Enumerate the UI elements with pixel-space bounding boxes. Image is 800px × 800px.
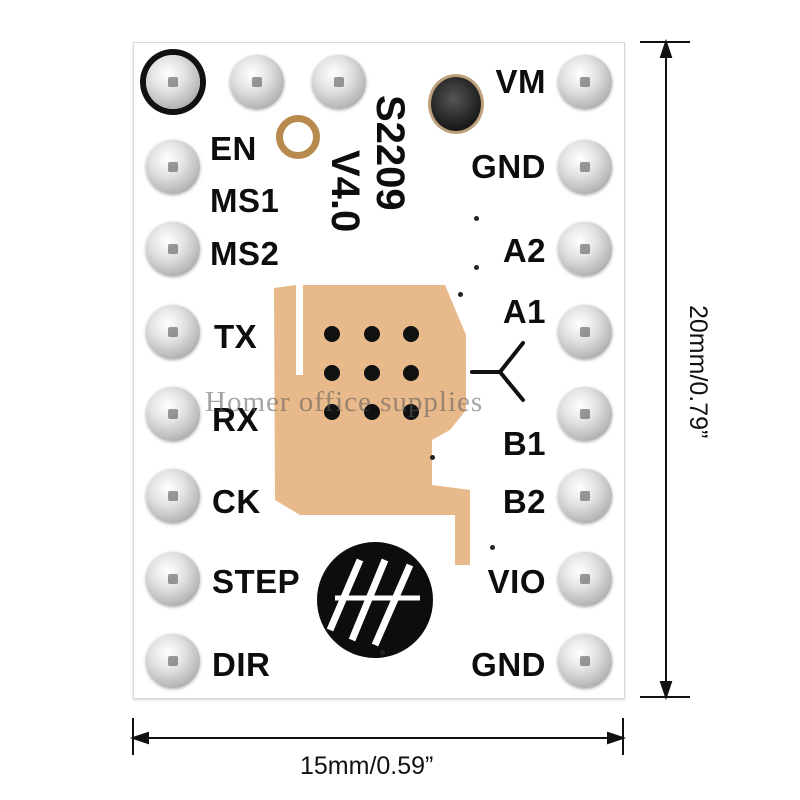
label-ck: CK — [212, 483, 261, 520]
pin-rx — [146, 387, 200, 441]
pin-vio — [558, 552, 612, 606]
pin-ms2 — [146, 222, 200, 276]
watermark-text: Homer office supplies — [205, 386, 484, 418]
via — [474, 265, 479, 270]
pin-en — [146, 140, 200, 194]
via — [490, 545, 495, 550]
label-rx: RX — [212, 401, 259, 438]
label-vio: VIO — [487, 563, 546, 600]
pin-a1 — [558, 305, 612, 359]
capacitor-component — [428, 74, 484, 134]
label-tx: TX — [214, 318, 258, 355]
label-ms1: MS1 — [210, 182, 280, 219]
pin-dir — [146, 634, 200, 688]
label-en: EN — [210, 130, 257, 167]
pin-gnd-bottom — [558, 634, 612, 688]
label-a1: A1 — [502, 293, 546, 330]
label-gnd-top: GND — [471, 148, 546, 185]
label-ms2: MS2 — [210, 235, 280, 272]
pin-ck — [146, 469, 200, 523]
pin-tx — [146, 305, 200, 359]
pin-a2 — [558, 222, 612, 276]
via — [430, 455, 435, 460]
pin-top-3 — [312, 55, 366, 109]
copper-ring-hole — [276, 115, 320, 159]
pin-b1 — [558, 387, 612, 441]
board-model-title: S2209 — [368, 95, 412, 211]
pin-left-top — [146, 55, 200, 109]
pin-top-2 — [230, 55, 284, 109]
pin-b2 — [558, 469, 612, 523]
via — [474, 216, 479, 221]
label-vm: VM — [495, 63, 546, 100]
label-gnd-bottom: GND — [471, 646, 546, 683]
label-dir: DIR — [212, 646, 271, 683]
via — [458, 292, 463, 297]
label-b2: B2 — [502, 483, 546, 520]
label-a2: A2 — [502, 232, 546, 269]
label-b1: B1 — [502, 425, 546, 462]
pin-vm — [558, 55, 612, 109]
board-version-title: V4.0 — [323, 150, 367, 233]
pin-gnd-top — [558, 140, 612, 194]
via — [380, 650, 385, 655]
label-step: STEP — [212, 563, 301, 600]
width-dimension-label: 15mm/0.59” — [300, 752, 434, 780]
height-dimension-label: 20mm/0.79” — [684, 305, 712, 439]
pin-step — [146, 552, 200, 606]
